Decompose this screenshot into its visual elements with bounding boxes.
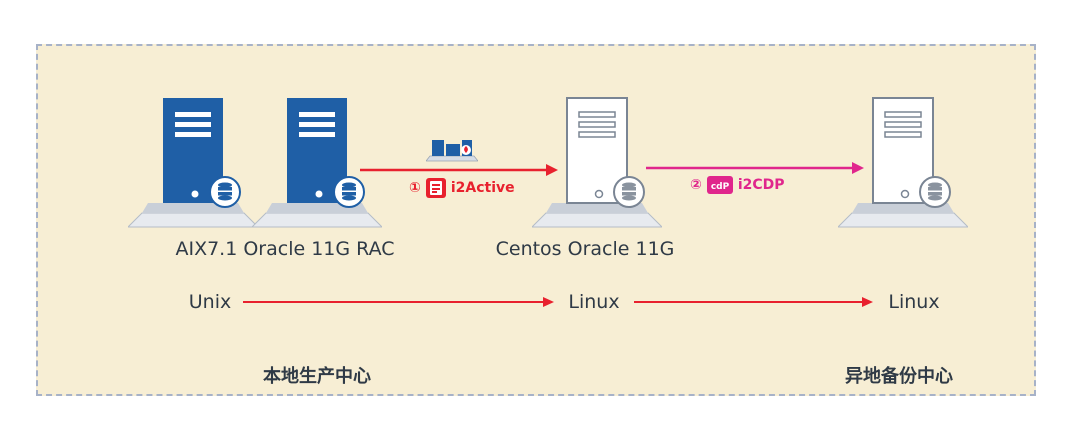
i2active-tag: ① i2Active — [409, 178, 515, 198]
target-db-label: Centos Oracle 11G — [495, 238, 675, 260]
i2cdp-label: i2CDP — [737, 177, 785, 193]
i2active-logo-icon — [425, 178, 446, 198]
local-center-label: 本地生产中心 — [263, 366, 371, 387]
aix-server-1-icon — [128, 98, 258, 228]
step-1-marker: ① — [409, 180, 421, 196]
remote-center-label: 异地备份中心 — [845, 366, 953, 387]
i2cdp-arrow — [646, 162, 864, 174]
source-db-label: AIX7.1 Oracle 11G RAC — [175, 238, 395, 260]
os-backup-label: Linux — [888, 291, 940, 313]
step-2-marker: ② — [690, 177, 702, 193]
replication-appliance-icon — [426, 140, 478, 162]
aix-server-2-icon — [252, 98, 382, 228]
i2active-label: i2Active — [450, 180, 515, 196]
i2cdp-tag: ② cdP i2CDP — [690, 176, 785, 194]
cdp-logo-icon: cdP — [706, 176, 733, 194]
os-arrow-2 — [634, 297, 873, 307]
os-arrow-1 — [243, 297, 554, 307]
centos-server-icon — [532, 97, 662, 228]
svg-text:cdP: cdP — [711, 182, 730, 192]
os-target-label: Linux — [568, 291, 620, 313]
os-source-label: Unix — [188, 291, 232, 313]
backup-server-icon — [838, 97, 968, 228]
i2active-arrow — [360, 164, 558, 176]
